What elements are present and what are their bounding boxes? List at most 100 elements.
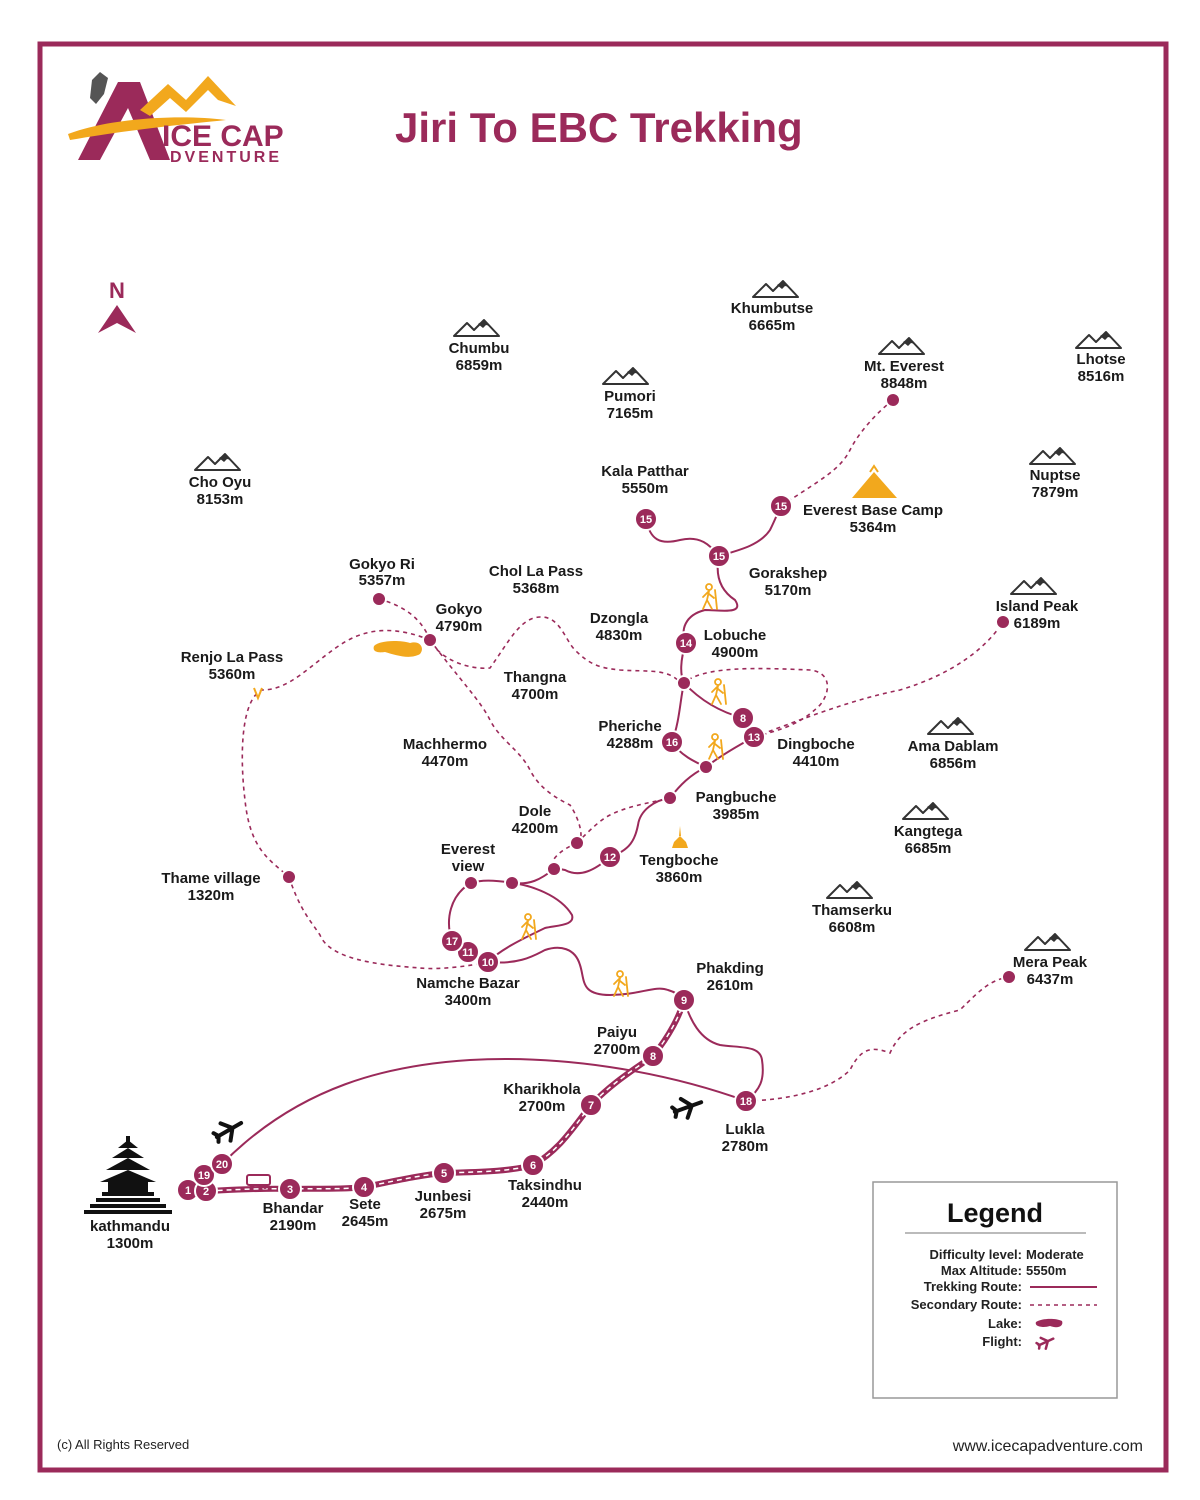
- place-altitude: 5368m: [513, 580, 560, 597]
- place-name: Bhandar: [263, 1200, 324, 1217]
- peak-altitude: 6665m: [749, 317, 796, 334]
- stop-number: 15: [640, 514, 652, 526]
- place-name: Kala Patthar: [601, 463, 689, 480]
- place-name: Everest: [441, 841, 495, 858]
- mountain-icon: [902, 802, 949, 820]
- place-name: Gokyo: [436, 601, 483, 618]
- stop-number: 15: [713, 551, 725, 563]
- north-arrow: N: [98, 278, 136, 333]
- stop-marker: 14: [674, 631, 698, 655]
- peak-name: Pumori: [604, 388, 656, 405]
- tent-icon: [852, 464, 897, 498]
- place-altitude: 4700m: [512, 686, 559, 703]
- mountain-icon: [602, 367, 649, 385]
- peak-name: Chumbu: [449, 340, 510, 357]
- place-name: kathmandu: [90, 1218, 170, 1235]
- map-frame: [37, 41, 1169, 1473]
- stop-marker: 19: [192, 1163, 216, 1187]
- stop-marker: 8: [641, 1044, 665, 1068]
- waypoint-dot: [885, 392, 901, 408]
- place-name: Namche Bazar: [416, 975, 520, 992]
- peak-name: Mera Peak: [1013, 954, 1088, 971]
- place-name: Taksindhu: [508, 1177, 582, 1194]
- stop-marker: 20: [210, 1152, 234, 1176]
- legend-label: Lake:: [988, 1316, 1022, 1331]
- place-altitude: 1300m: [107, 1235, 154, 1252]
- hiker-icon: [708, 733, 724, 760]
- mountain-icon: [927, 717, 974, 735]
- stop-number: 6: [530, 1160, 536, 1172]
- peak-name: Khumbutse: [731, 300, 814, 317]
- waypoint-dot: [698, 759, 714, 775]
- place-altitude: 5364m: [850, 519, 897, 536]
- peak-altitude: 6856m: [930, 755, 977, 772]
- gokyo-lake: [373, 641, 422, 657]
- place-altitude: 2440m: [522, 1194, 569, 1211]
- place-name: Junbesi: [415, 1188, 472, 1205]
- place-altitude: 5170m: [765, 582, 812, 599]
- waypoint-dot: [676, 675, 692, 691]
- stop-marker: 9: [672, 988, 696, 1012]
- stop-number: 11: [462, 947, 474, 959]
- place-altitude: 4900m: [712, 644, 759, 661]
- peak-name: Island Peak: [996, 598, 1079, 615]
- stop-marker: 15: [634, 507, 658, 531]
- peak-name: Mt. Everest: [864, 358, 944, 375]
- legend-label: Difficulty level:: [930, 1247, 1022, 1262]
- peak-name: Kangtega: [894, 823, 963, 840]
- stop-number: 7: [588, 1100, 594, 1112]
- bus-icon: [246, 1174, 271, 1189]
- waypoint-dot: [281, 869, 297, 885]
- stop-marker: 16: [660, 730, 684, 754]
- north-label: N: [109, 278, 125, 303]
- mountain-icon: [1075, 331, 1122, 349]
- mountain-icon: [194, 453, 241, 471]
- place-name: Tengboche: [640, 852, 719, 869]
- stop-marker: 6: [521, 1153, 545, 1177]
- pass-marker-icon: [253, 687, 263, 701]
- waypoint-dot: [1001, 969, 1017, 985]
- stop-marker: 17: [440, 929, 464, 953]
- legend-value: Moderate: [1026, 1247, 1084, 1262]
- stop-marker: 7: [579, 1093, 603, 1117]
- secondary-routes: [241, 399, 1010, 1102]
- waypoint-dot: [995, 614, 1011, 630]
- peak-name: Ama Dablam: [908, 738, 999, 755]
- place-name: Pheriche: [598, 718, 661, 735]
- stop-number: 8: [740, 713, 746, 725]
- place-altitude: 4200m: [512, 820, 559, 837]
- stop-number: 13: [748, 732, 760, 744]
- peak-altitude: 6189m: [1014, 615, 1061, 632]
- place-altitude: 4790m: [436, 618, 483, 635]
- place-altitude: 2675m: [420, 1205, 467, 1222]
- place-altitude: 5360m: [209, 666, 256, 683]
- place-name: Thangna: [504, 669, 567, 686]
- place-name: Lukla: [725, 1121, 765, 1138]
- place-altitude: 2190m: [270, 1217, 317, 1234]
- peak-altitude: 7879m: [1032, 484, 1079, 501]
- place-altitude: view: [452, 858, 485, 875]
- place-name: Pangbuche: [696, 789, 777, 806]
- place-name: Sete: [349, 1196, 381, 1213]
- waypoint-dot: [504, 875, 520, 891]
- stop-marker: 5: [432, 1161, 456, 1185]
- mountain-icon: [453, 319, 500, 337]
- legend-label: Max Altitude:: [941, 1263, 1022, 1278]
- waypoint-dot: [371, 591, 387, 607]
- place-name: Gorakshep: [749, 565, 827, 582]
- place-altitude: 1320m: [188, 887, 235, 904]
- company-logo: ICE CAP DVENTURE: [68, 72, 284, 166]
- legend-value: 5550m: [1026, 1263, 1066, 1278]
- legend-label: Secondary Route:: [911, 1297, 1022, 1312]
- waypoint-dot: [546, 861, 562, 877]
- stop-number: 2: [203, 1186, 209, 1198]
- stop-marker: 4: [352, 1175, 376, 1199]
- legend-lake-swatch: [1035, 1318, 1063, 1328]
- website-link[interactable]: www.icecapadventure.com: [952, 1438, 1143, 1455]
- stop-marker: 13: [742, 725, 766, 749]
- place-altitude: 3400m: [445, 992, 492, 1009]
- stop-number: 19: [198, 1170, 210, 1182]
- place-name: Machhermo: [403, 736, 487, 753]
- place-name: Gokyo Ri: [349, 556, 415, 573]
